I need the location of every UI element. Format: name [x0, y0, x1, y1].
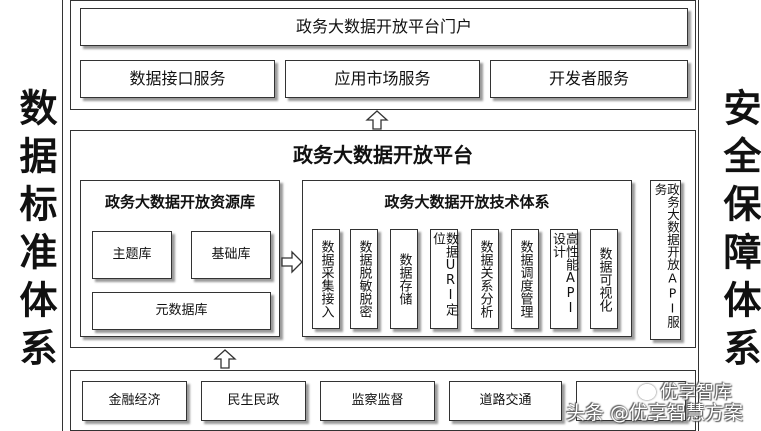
- platform-title: 政务大数据开放平台: [293, 143, 473, 167]
- domain-label: 金融经济: [108, 392, 161, 408]
- portal-service-data-api: 数据接口服务: [80, 60, 275, 98]
- up-arrow-icon: [365, 110, 389, 130]
- portal-title-box: 政务大数据开放平台门户: [80, 8, 688, 46]
- domain-label: 民生民政: [227, 392, 280, 408]
- tech-column-storage: 数据存储: [390, 229, 418, 329]
- tech-column-scheduling: 数据调度管理: [511, 229, 539, 329]
- api-service-label: 政务大数据开放API服务: [652, 183, 681, 328]
- portal-service-app-market: 应用市场服务: [285, 60, 480, 98]
- frame-left-line: [62, 0, 63, 431]
- tech-column-label: 数据关系分析: [477, 240, 493, 318]
- frame-right-line: [698, 0, 699, 431]
- portal-service-label: 开发者服务: [548, 68, 629, 88]
- tech-column-data-ingestion: 数据采集接入: [312, 229, 340, 329]
- portal-title: 政务大数据开放平台门户: [295, 16, 472, 36]
- domain-livelihood-civil: 民生民政: [201, 381, 306, 421]
- wechat-icon: [638, 384, 656, 400]
- left-side-title: 数据标准体系: [13, 88, 57, 376]
- tech-column-label: 数据脱敏脱密: [356, 240, 372, 318]
- portal-service-developer: 开发者服务: [490, 60, 688, 98]
- tech-column-label: 数据存储: [396, 253, 412, 305]
- watermark-top: 优享智库: [638, 378, 732, 404]
- tech-system-title: 政务大数据开放技术体系: [384, 193, 550, 211]
- portal-service-label: 应用市场服务: [334, 68, 431, 88]
- tech-column-label: 数据调度管理: [517, 240, 533, 318]
- tech-column-label: 数据URI定位: [430, 232, 458, 316]
- resource-library-title: 政务大数据开放资源库: [104, 193, 255, 211]
- portal-service-label: 数据接口服务: [129, 68, 226, 88]
- watermark-top-text: 优享智库: [660, 382, 732, 403]
- resource-item-metadata-db: 元数据库: [92, 292, 271, 330]
- tech-column-label: 数据采集接入: [318, 240, 334, 318]
- tech-column-uri-locate: 数据URI定位: [430, 229, 458, 329]
- watermark-bottom: 头条 @优享智慧方案: [566, 402, 744, 424]
- domain-road-traffic: 道路交通: [449, 381, 562, 421]
- resource-item-label: 主题库: [112, 246, 152, 262]
- tech-column-relation-analysis: 数据关系分析: [471, 229, 499, 329]
- tech-column-desensitization: 数据脱敏脱密: [350, 229, 378, 329]
- domain-obscured: [576, 381, 686, 421]
- resource-item-topic-db: 主题库: [92, 231, 172, 279]
- domain-finance-economy: 金融经济: [82, 381, 187, 421]
- resource-item-label: 基础库: [211, 246, 251, 262]
- tech-column-visualization: 数据可视化: [590, 229, 618, 329]
- resource-item-base-db: 基础库: [191, 231, 271, 279]
- resource-item-label: 元数据库: [155, 302, 208, 318]
- right-arrow-icon: [281, 250, 303, 274]
- domain-supervision: 监察监督: [320, 381, 435, 421]
- domain-label: 监察监督: [351, 392, 404, 408]
- tech-column-label: 高性能API设计: [550, 232, 578, 316]
- tech-column-api-design: 高性能API设计: [550, 229, 578, 329]
- domain-label: 道路交通: [479, 392, 532, 408]
- api-service-box: 政务大数据开放API服务: [650, 180, 681, 340]
- right-side-title: 安全保障体系: [717, 88, 761, 376]
- tech-column-label: 数据可视化: [596, 246, 612, 312]
- up-arrow-icon: [213, 349, 237, 369]
